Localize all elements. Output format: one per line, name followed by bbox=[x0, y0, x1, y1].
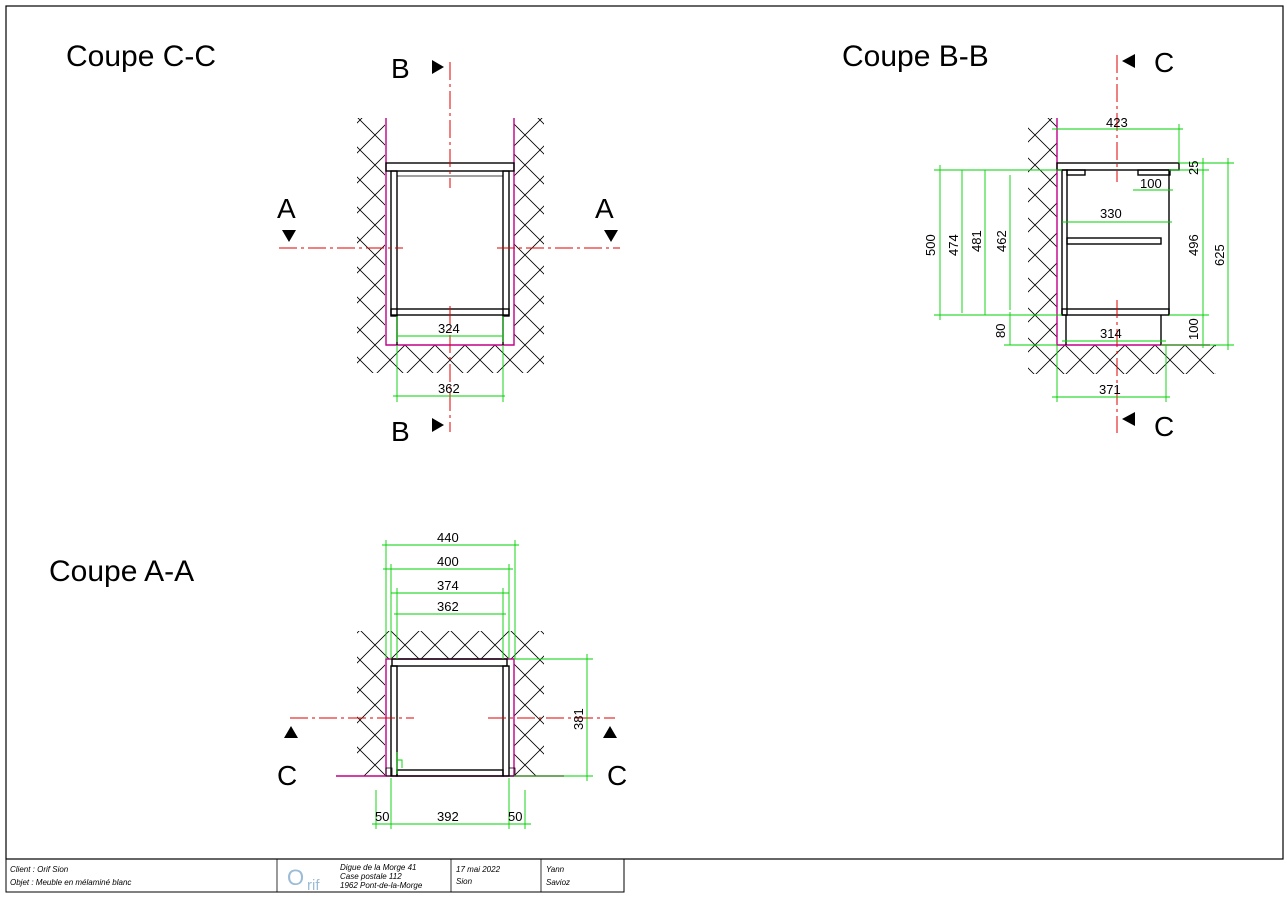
aa-back-panel bbox=[391, 658, 508, 667]
bb-batten-left bbox=[1066, 169, 1086, 176]
bb-dim-100a: 100 bbox=[1140, 176, 1162, 191]
cc-arrow-top-icon bbox=[432, 60, 444, 74]
cc-dim-inner-label: 324 bbox=[438, 321, 460, 336]
tb-address-1: Digue de la Morge 41 bbox=[340, 863, 417, 872]
bb-dim-625: 625 bbox=[1212, 244, 1227, 266]
section-bb: Coupe B-B C C 423 100 330 314 371 bbox=[842, 40, 1234, 442]
cc-marker-top: B bbox=[391, 53, 410, 84]
cc-wall-left-hatch bbox=[357, 118, 385, 345]
aa-foot-left bbox=[385, 767, 393, 777]
aa-dim-381: 381 bbox=[571, 708, 586, 730]
cc-arrow-bottom-icon bbox=[432, 418, 444, 432]
bb-top-panel bbox=[1056, 162, 1180, 171]
aa-side-left bbox=[390, 665, 398, 777]
bb-marker-top: C bbox=[1154, 47, 1174, 78]
bb-dim-423: 423 bbox=[1106, 115, 1128, 130]
bb-dim-496: 496 bbox=[1186, 234, 1201, 256]
bb-marker-bottom: C bbox=[1154, 411, 1174, 442]
section-cc-title: Coupe C-C bbox=[66, 40, 216, 73]
section-aa-title: Coupe A-A bbox=[49, 555, 194, 588]
cc-wall-right-hatch bbox=[514, 118, 544, 345]
cc-arrow-right-icon bbox=[604, 230, 618, 242]
section-cc: Coupe C-C B B A A 324 bbox=[66, 40, 620, 447]
tb-place: Sion bbox=[456, 877, 473, 886]
bb-bottom-panel bbox=[1061, 308, 1170, 316]
tb-client: Client : Orif Sion bbox=[10, 865, 69, 874]
aa-dim-362: 362 bbox=[437, 599, 459, 614]
tb-author-last: Savioz bbox=[546, 878, 570, 887]
bb-back-panel bbox=[1061, 169, 1068, 316]
cc-side-left bbox=[390, 170, 398, 317]
tb-author-first: Yann bbox=[546, 865, 565, 874]
cc-arrow-left-icon bbox=[282, 230, 296, 242]
tb-logo-rif: rif bbox=[307, 877, 320, 894]
aa-arrow-left-icon bbox=[284, 726, 298, 738]
tb-logo-o: O bbox=[287, 865, 304, 890]
bb-dim-474: 474 bbox=[946, 234, 961, 256]
aa-marker-left: C bbox=[277, 760, 297, 791]
tb-address-2: Case postale 112 bbox=[340, 872, 402, 881]
bb-floor-hatch bbox=[1028, 345, 1216, 374]
aa-marker-small bbox=[396, 752, 403, 774]
sheet-frame bbox=[5, 5, 1284, 860]
section-aa: Coupe A-A C C 440 400 374 362 bbox=[49, 530, 627, 829]
cc-marker-right: A bbox=[595, 193, 614, 224]
title-block: Client : Orif Sion Objet : Meuble en mél… bbox=[5, 858, 625, 894]
bb-wall-outline bbox=[1056, 118, 1210, 346]
aa-arrow-right-icon bbox=[603, 726, 617, 738]
aa-top-hatch bbox=[357, 631, 544, 659]
aa-dim-374: 374 bbox=[437, 578, 459, 593]
bb-dim-100b: 100 bbox=[1186, 318, 1201, 340]
aa-marker-right: C bbox=[607, 760, 627, 791]
aa-foot-right bbox=[508, 767, 516, 777]
bb-dim-25: 25 bbox=[1186, 161, 1201, 175]
cc-side-right bbox=[502, 170, 510, 317]
section-bb-title: Coupe B-B bbox=[842, 40, 989, 73]
aa-dim-440: 440 bbox=[437, 530, 459, 545]
tb-objet: Objet : Meuble en mélaminé blanc bbox=[10, 878, 131, 887]
title-block-frame bbox=[5, 858, 625, 893]
bb-dim-314: 314 bbox=[1100, 326, 1122, 341]
bb-wall-hatch bbox=[1028, 118, 1057, 345]
aa-side-right bbox=[502, 665, 510, 777]
bb-shelf bbox=[1066, 237, 1162, 245]
bb-dim-80: 80 bbox=[993, 324, 1008, 338]
aa-dim-392: 392 bbox=[437, 809, 459, 824]
bb-arrow-bottom-icon bbox=[1122, 412, 1135, 426]
tb-address-3: 1962 Pont-de-la-Morge bbox=[340, 881, 423, 890]
cc-marker-bottom: B bbox=[391, 416, 410, 447]
cc-dim-outer-label: 362 bbox=[438, 381, 460, 396]
tb-date: 17 mai 2022 bbox=[456, 865, 501, 874]
aa-bottom-panel bbox=[396, 769, 504, 777]
bb-batten-right bbox=[1137, 169, 1171, 176]
bb-dim-462: 462 bbox=[994, 230, 1009, 252]
bb-dim-371: 371 bbox=[1099, 382, 1121, 397]
cc-marker-left: A bbox=[277, 193, 296, 224]
bb-dim-330: 330 bbox=[1100, 206, 1122, 221]
bb-arrow-top-icon bbox=[1122, 54, 1135, 68]
bb-dim-481: 481 bbox=[969, 230, 984, 252]
aa-dim-400: 400 bbox=[437, 554, 459, 569]
aa-dim-50b: 50 bbox=[508, 809, 522, 824]
aa-dim-50a: 50 bbox=[375, 809, 389, 824]
bb-dim-500: 500 bbox=[923, 234, 938, 256]
